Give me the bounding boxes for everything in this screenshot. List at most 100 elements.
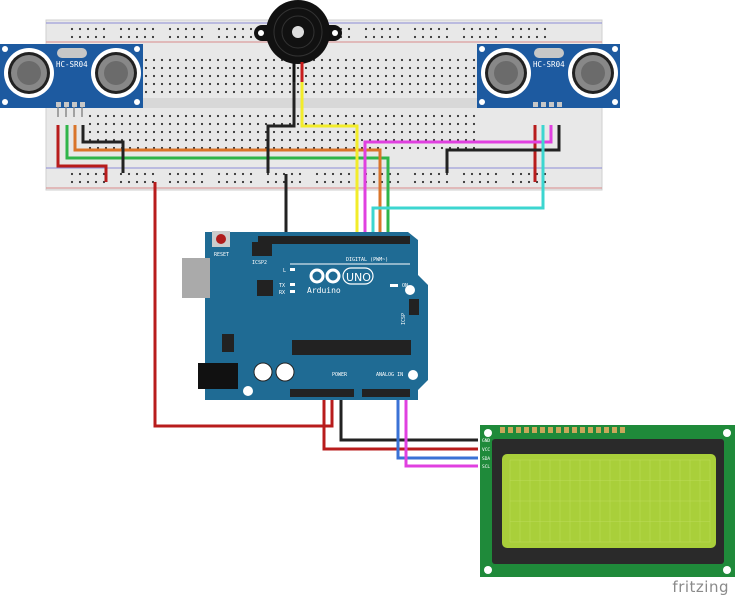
breadboard-hole <box>119 172 123 176</box>
breadboard-hole <box>344 74 348 78</box>
breadboard-hole <box>135 35 139 39</box>
breadboard-hole <box>184 138 188 142</box>
breadboard-hole <box>298 172 302 176</box>
breadboard-hole <box>464 130 468 134</box>
breadboard-hole <box>217 27 221 31</box>
breadboard-hole <box>120 114 124 118</box>
breadboard-hole <box>168 180 172 184</box>
breadboard-hole <box>464 66 468 70</box>
breadboard-hole <box>400 146 404 150</box>
breadboard-hole <box>152 58 156 62</box>
led-on-label: ON <box>402 283 408 289</box>
breadboard-hole <box>408 66 412 70</box>
breadboard-hole <box>280 90 284 94</box>
breadboard-hole <box>225 27 229 31</box>
breadboard-hole <box>312 138 316 142</box>
digital-label: DIGITAL (PWM~) <box>346 257 388 263</box>
breadboard-hole <box>264 66 268 70</box>
breadboard-hole <box>240 58 244 62</box>
breadboard-hole <box>240 66 244 70</box>
breadboard-hole <box>344 138 348 142</box>
breadboard-hole <box>272 74 276 78</box>
breadboard-hole <box>200 66 204 70</box>
breadboard-hole <box>376 130 380 134</box>
breadboard-hole <box>352 130 356 134</box>
lcd-pin <box>500 427 505 433</box>
breadboard-hole <box>408 146 412 150</box>
breadboard-hole <box>102 35 106 39</box>
breadboard-hole <box>486 27 490 31</box>
breadboard-hole <box>232 130 236 134</box>
lcd-pin <box>604 427 609 433</box>
breadboard-hole <box>240 90 244 94</box>
lcd-pin <box>556 427 561 433</box>
breadboard-hole <box>192 172 196 176</box>
breadboard-hole <box>248 58 252 62</box>
breadboard-hole <box>120 130 124 134</box>
breadboard-hole <box>347 35 351 39</box>
breadboard-hole <box>352 74 356 78</box>
breadboard-hole <box>144 74 148 78</box>
breadboard-hole <box>70 27 74 31</box>
breadboard-hole <box>376 74 380 78</box>
breadboard-hole <box>216 74 220 78</box>
breadboard-hole <box>360 114 364 118</box>
breadboard-hole <box>328 114 332 118</box>
breadboard-hole <box>464 58 468 62</box>
breadboard-hole <box>527 35 531 39</box>
breadboard-hole <box>331 172 335 176</box>
breadboard-hole <box>208 130 212 134</box>
breadboard-hole <box>494 27 498 31</box>
breadboard-hole <box>336 114 340 118</box>
icsp-label: ICSP <box>401 313 407 325</box>
breadboard-hole <box>272 114 276 118</box>
breadboard-hole <box>416 82 420 86</box>
breadboard-hole <box>440 146 444 150</box>
breadboard-hole <box>264 90 268 94</box>
breadboard-hole <box>288 82 292 86</box>
breadboard-hole <box>472 58 476 62</box>
breadboard-hole <box>456 114 460 118</box>
breadboard-hole <box>511 180 515 184</box>
breadboard-hole <box>78 180 82 184</box>
breadboard-hole <box>396 172 400 176</box>
led-rx-label: RX <box>279 290 285 296</box>
breadboard-hole <box>372 35 376 39</box>
breadboard-hole <box>470 172 474 176</box>
wire-blue-lcd-sda <box>396 392 478 460</box>
breadboard-hole <box>296 74 300 78</box>
breadboard-hole <box>429 27 433 31</box>
breadboard-hole <box>192 138 196 142</box>
breadboard-hole <box>339 172 343 176</box>
breadboard-hole <box>384 122 388 126</box>
breadboard-hole <box>184 35 188 39</box>
breadboard-hole <box>128 114 132 118</box>
wire-red-left-vcc <box>56 125 108 182</box>
lcd-character-grid <box>509 459 711 543</box>
breadboard-hole <box>94 27 98 31</box>
breadboard-hole <box>151 172 155 176</box>
breadboard-hole <box>151 35 155 39</box>
breadboard-hole <box>376 114 380 118</box>
breadboard-hole <box>424 90 428 94</box>
breadboard-hole <box>208 114 212 118</box>
breadboard-hole <box>200 74 204 78</box>
breadboard-hole <box>432 122 436 126</box>
breadboard-hole <box>208 74 212 78</box>
breadboard-hole <box>527 180 531 184</box>
breadboard-hole <box>112 114 116 118</box>
breadboard-hole <box>421 180 425 184</box>
breadboard-hole <box>429 180 433 184</box>
breadboard-hole <box>344 66 348 70</box>
breadboard-hole <box>445 27 449 31</box>
sensor-label: HC-SR04 <box>56 60 88 69</box>
breadboard-hole <box>240 114 244 118</box>
lcd-pin <box>564 427 569 433</box>
breadboard-hole <box>470 27 474 31</box>
breadboard-hole <box>315 172 319 176</box>
breadboard-hole <box>240 122 244 126</box>
breadboard-hole <box>152 74 156 78</box>
breadboard-hole <box>429 35 433 39</box>
breadboard-hole <box>408 122 412 126</box>
